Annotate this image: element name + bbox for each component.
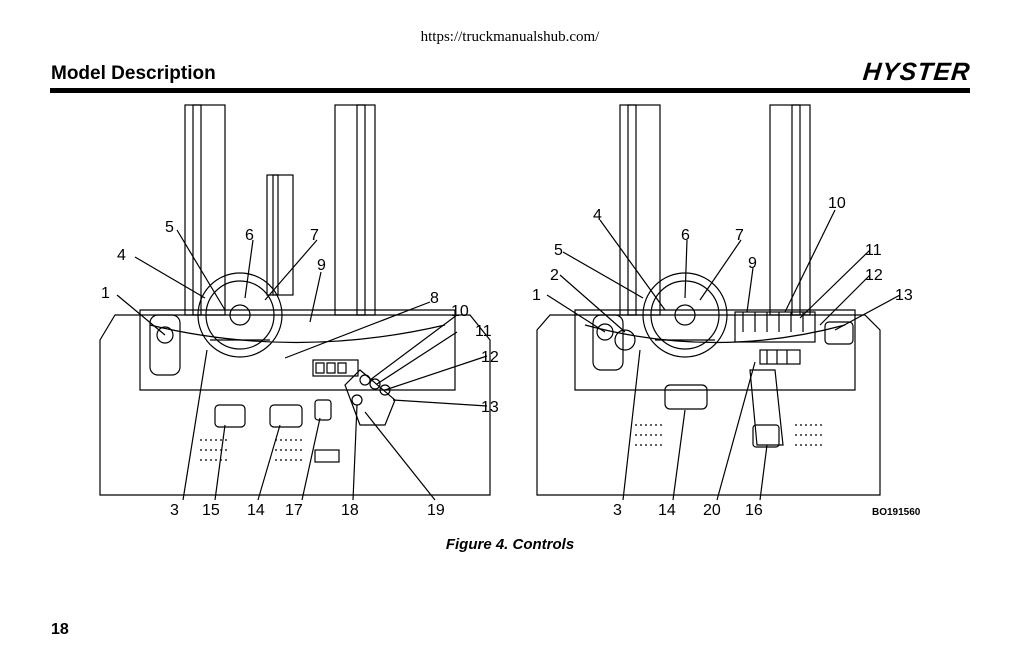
callout-6: 6 xyxy=(245,227,254,244)
callout-11: 11 xyxy=(475,323,492,340)
callout-1-right: 1 xyxy=(532,287,541,304)
callout-10: 10 xyxy=(451,303,469,320)
drawing-id: BO191560 xyxy=(872,507,921,518)
callout-4: 4 xyxy=(117,247,126,264)
callout-11-right: 11 xyxy=(865,242,882,259)
callout-15: 15 xyxy=(202,502,220,519)
callout-8: 8 xyxy=(430,290,439,307)
callout-19: 19 xyxy=(427,502,445,519)
callout-2-right: 2 xyxy=(550,267,559,284)
controls-illustration: 1 4 5 6 7 9 8 10 11 12 13 3 15 14 17 18 … xyxy=(99,104,913,519)
callout-7: 7 xyxy=(310,227,319,244)
figure-caption: Figure 4. Controls xyxy=(445,536,575,553)
header-rule xyxy=(50,88,970,93)
callout-4-right: 5 xyxy=(554,242,563,259)
right-callouts: 1 2 5 4 6 7 9 10 11 12 13 3 14 20 16 xyxy=(532,195,913,519)
callout-3: 3 xyxy=(170,502,179,519)
callout-12-right: 12 xyxy=(865,267,883,284)
callout-10-right: 10 xyxy=(828,195,846,212)
callout-17: 17 xyxy=(285,502,303,519)
source-url[interactable]: https://truckmanualshub.com/ xyxy=(420,29,600,45)
callout-13: 13 xyxy=(481,399,499,416)
left-callouts: 1 4 5 6 7 9 8 10 11 12 13 3 15 14 17 18 … xyxy=(101,219,499,519)
callout-5-right: 4 xyxy=(593,207,602,224)
callout-1: 1 xyxy=(101,285,110,302)
brand-logo: HYSTER xyxy=(861,58,972,86)
callout-5: 5 xyxy=(165,219,174,236)
callout-20-right: 20 xyxy=(703,502,721,519)
callout-9: 9 xyxy=(317,257,326,274)
callout-18: 18 xyxy=(341,502,359,519)
section-title: Model Description xyxy=(51,63,216,84)
callout-3-right: 3 xyxy=(613,502,622,519)
right-truck-drawing xyxy=(536,104,901,501)
page-number: 18 xyxy=(51,621,69,638)
callout-12: 12 xyxy=(481,349,499,366)
callout-14-right: 14 xyxy=(658,502,676,519)
callout-7-right: 7 xyxy=(735,227,744,244)
callout-13-right: 13 xyxy=(895,287,913,304)
callout-9-right: 9 xyxy=(748,255,757,272)
callout-16-right: 16 xyxy=(745,502,763,519)
left-truck-drawing xyxy=(99,104,491,501)
callout-14: 14 xyxy=(247,502,265,519)
callout-6-right: 6 xyxy=(681,227,690,244)
